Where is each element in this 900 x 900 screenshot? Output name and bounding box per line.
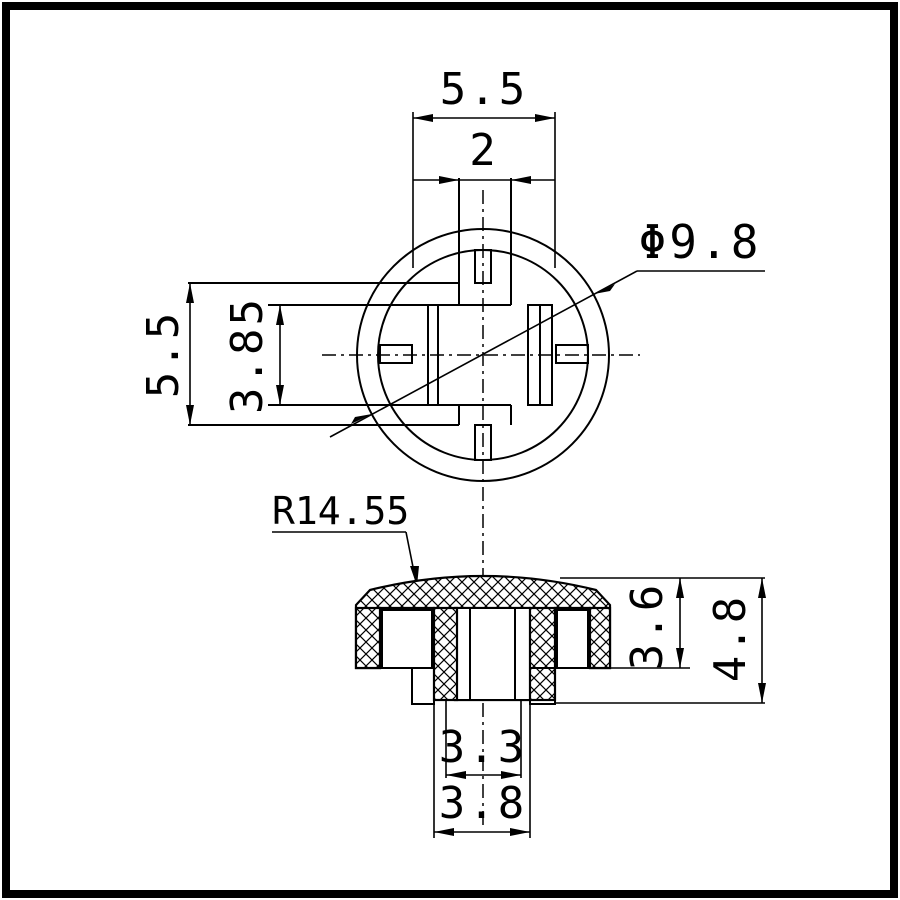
outer-circle bbox=[356, 228, 610, 482]
dim-height-inner: 3.85 bbox=[222, 296, 273, 414]
dim-height-outer: 5.5 bbox=[138, 310, 189, 398]
dim-diameter: Φ9.8 bbox=[639, 215, 762, 269]
dim-bore-outer: 3.8 bbox=[439, 778, 527, 829]
dim-radius: R14.55 bbox=[272, 489, 409, 533]
rib-top bbox=[474, 249, 492, 284]
side-view: R14.55 3.6 4.8 bbox=[272, 489, 766, 838]
rib-bottom bbox=[474, 424, 492, 461]
stem-wall-right bbox=[528, 606, 557, 702]
stem-wall-left bbox=[432, 606, 459, 702]
rib-left bbox=[379, 344, 413, 364]
plate-right-b bbox=[539, 304, 553, 406]
skirt-left bbox=[354, 606, 382, 670]
stem-leg-right bbox=[529, 667, 556, 705]
dim-cap-height: 3.6 bbox=[622, 582, 673, 670]
dim-width-outer: 5.5 bbox=[440, 64, 528, 115]
rib-right bbox=[555, 344, 589, 364]
dim-width-inner: 2 bbox=[469, 125, 499, 176]
plate-left bbox=[427, 304, 439, 406]
dim-bore-inner: 3.3 bbox=[439, 722, 527, 773]
dim-total-height: 4.8 bbox=[705, 594, 756, 682]
stem-leg-left bbox=[411, 667, 435, 705]
skirt-right bbox=[588, 606, 612, 670]
top-view: 5.5 2 Φ9.8 5.5 3.85 bbox=[138, 64, 765, 830]
diameter-leader bbox=[329, 270, 638, 438]
